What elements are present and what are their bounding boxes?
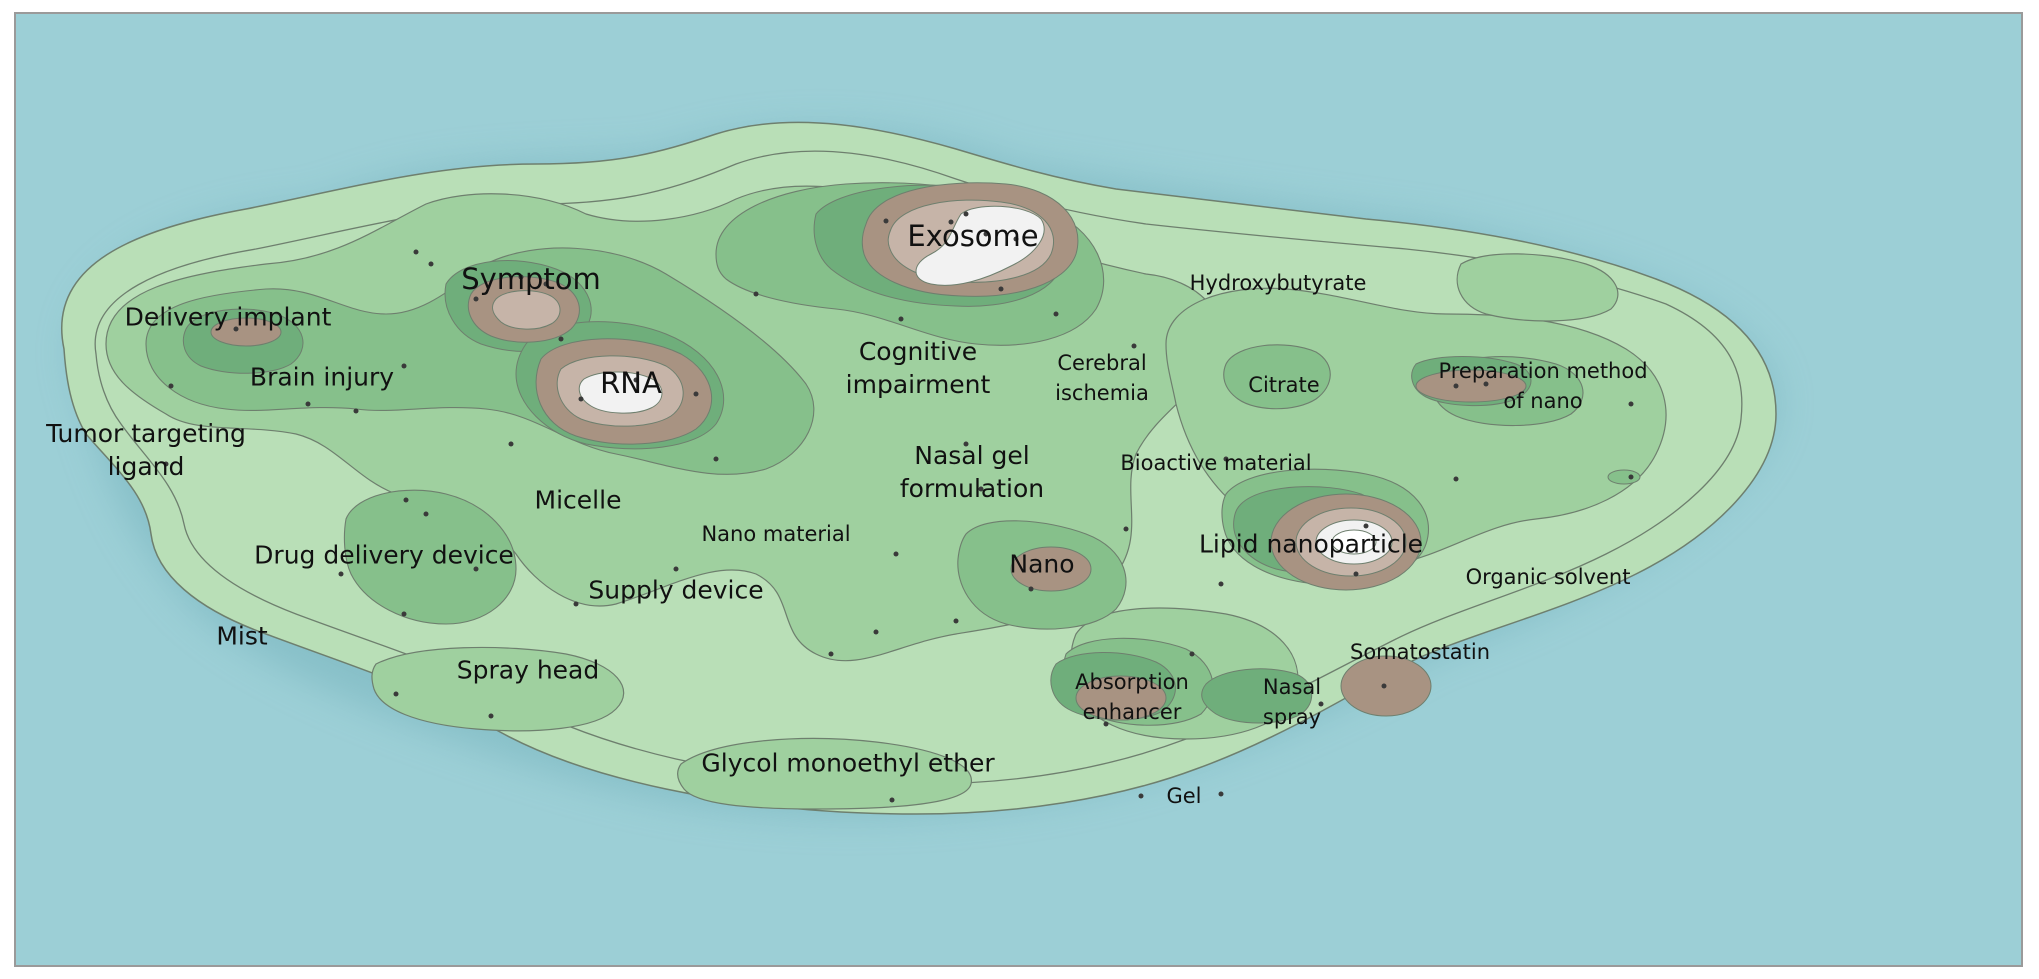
label-preparation-method-of-nano: Preparation method of nano xyxy=(1438,359,1648,413)
label-supply-device: Supply device xyxy=(588,575,764,605)
label-nasal-gel-formulation: Nasal gel formulation xyxy=(899,441,1045,503)
peak-rna xyxy=(535,338,712,445)
label-hydroxybutyrate: Hydroxybutyrate xyxy=(1189,271,1367,295)
label-organic-solvent: Organic solvent xyxy=(1465,565,1631,589)
label-rna: RNA xyxy=(600,366,662,400)
density-map: Exosome Symptom RNA Delivery implant Bra… xyxy=(14,12,2023,967)
label-citrate: Citrate xyxy=(1248,373,1320,397)
label-exosome: Exosome xyxy=(907,219,1039,253)
label-cerebral-ischemia: Cerebral ischemia xyxy=(1055,351,1149,405)
label-tumor-targeting-ligand: Tumor targeting ligand xyxy=(46,419,246,481)
label-bioactive-material: Bioactive material xyxy=(1120,451,1312,475)
label-gel: Gel xyxy=(1166,784,1202,808)
label-nano-material: Nano material xyxy=(701,522,851,546)
label-drug-delivery-device: Drug delivery device xyxy=(254,540,514,570)
density-landscape xyxy=(61,121,1777,816)
label-spray-head: Spray head xyxy=(456,655,600,685)
peak-exosome xyxy=(861,182,1079,297)
label-mist: Mist xyxy=(216,621,268,651)
label-glycol-monoethyl-ether: Glycol monoethyl ether xyxy=(701,748,995,778)
peak-lipid-nanoparticle xyxy=(1270,493,1422,591)
label-absorption-enhancer: Absorption enhancer xyxy=(1075,670,1189,724)
label-delivery-implant: Delivery implant xyxy=(124,302,332,332)
label-symptom: Symptom xyxy=(461,262,601,296)
label-lipid-nanoparticle: Lipid nanoparticle xyxy=(1198,529,1424,559)
label-cognitive-impairment: Cognitive impairment xyxy=(845,337,991,399)
label-micelle: Micelle xyxy=(534,485,622,515)
label-nano: Nano xyxy=(1009,549,1075,579)
label-somatostatin: Somatostatin xyxy=(1349,640,1491,664)
peak-symptom xyxy=(467,276,580,343)
data-points xyxy=(163,211,1634,803)
label-brain-injury: Brain injury xyxy=(249,362,395,392)
label-nasal-spray: Nasal spray xyxy=(1262,675,1322,729)
